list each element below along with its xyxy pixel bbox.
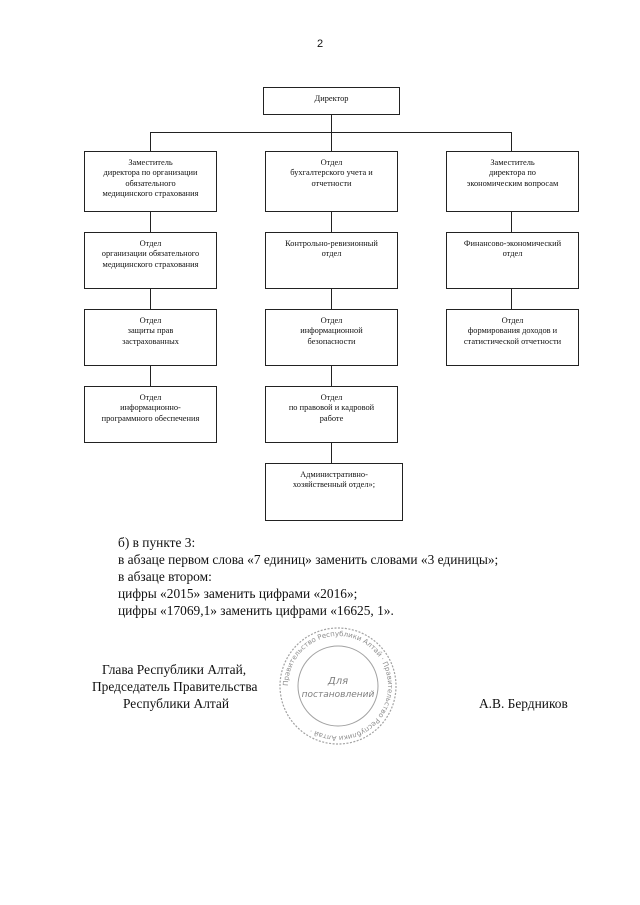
signatory-name: А.В. Бердников	[479, 696, 568, 711]
org-box-finance-dept: Финансово-экономический отдел	[446, 232, 579, 289]
amendment-line: б) в пункте 3:	[118, 535, 196, 550]
amendment-line: цифры «2015» заменить цифрами «2016»;	[118, 586, 358, 601]
signatory-title-line: Председатель Правительства	[92, 679, 258, 694]
connector	[511, 212, 512, 232]
org-box-deputy-economics: Заместитель директора по экономическим в…	[446, 151, 579, 212]
org-box-deputy-oms: Заместитель директора по организации обя…	[84, 151, 217, 212]
org-box-director: Директор	[263, 87, 400, 115]
org-box-audit-dept: Контрольно-ревизионный отдел	[265, 232, 398, 289]
org-box-oms-organization-dept: Отдел организации обязательного медицинс…	[84, 232, 217, 289]
amendment-line: в абзаце первом слова «7 единиц» заменит…	[118, 552, 499, 567]
org-box-revenue-stats-dept: Отдел формирования доходов и статистичес…	[446, 309, 579, 366]
org-box-admin-dept: Административно- хозяйственный отдел»;	[265, 463, 403, 521]
connector	[331, 443, 332, 463]
amendment-line: в абзаце втором:	[118, 569, 212, 584]
connector	[511, 289, 512, 309]
connector	[331, 366, 332, 386]
connector	[331, 114, 332, 132]
connector	[511, 132, 512, 151]
official-stamp: Правительство Республики Алтай · Правите…	[279, 627, 397, 745]
connector	[331, 212, 332, 232]
page-number: 2	[316, 38, 324, 50]
stamp-center-line: Для	[327, 676, 348, 687]
org-box-it-software-dept: Отдел информационно- программного обеспе…	[84, 386, 217, 443]
org-box-insured-rights-dept: Отдел защиты прав застрахованных	[84, 309, 217, 366]
signatory-title-line: Глава Республики Алтай,	[102, 662, 247, 677]
connector	[331, 132, 332, 151]
amendment-line: цифры «17069,1» заменить цифрами «16625,…	[118, 603, 394, 618]
connector	[150, 366, 151, 386]
connector	[150, 132, 151, 151]
connector	[150, 212, 151, 232]
connector	[150, 289, 151, 309]
signatory-title-line: Республики Алтай	[123, 696, 230, 711]
org-box-legal-hr-dept: Отдел по правовой и кадровой работе	[265, 386, 398, 443]
org-box-accounting-dept: Отдел бухгалтерского учета и отчетности	[265, 151, 398, 212]
stamp-center-line: постановлений	[302, 690, 375, 700]
org-box-infosec-dept: Отдел информационной безопасности	[265, 309, 398, 366]
connector	[331, 289, 332, 309]
